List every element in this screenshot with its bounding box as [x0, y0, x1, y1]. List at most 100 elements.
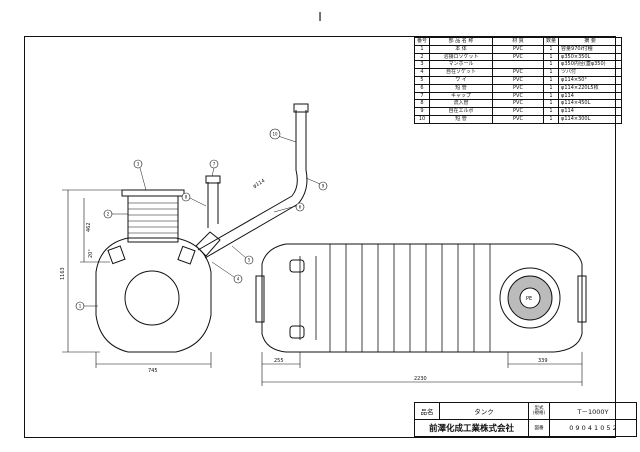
- dim-end-right: 339: [538, 358, 548, 364]
- balloon-5-label: 5: [248, 258, 251, 263]
- cell: PVC: [492, 114, 545, 124]
- cell: 短 管: [429, 114, 494, 124]
- balloon-2: [103, 209, 113, 219]
- cell: 自在エルボ: [429, 107, 494, 116]
- inflow-pipe: [197, 195, 299, 259]
- riser-pipe: [207, 182, 219, 228]
- cell: 7: [413, 91, 431, 101]
- cell: 1: [543, 99, 560, 109]
- cell: 自在ソケット: [429, 68, 494, 77]
- cell: 1: [543, 107, 560, 116]
- cell: φ114: [558, 91, 623, 101]
- cell: 1: [543, 60, 560, 70]
- title-block: 品名 タンク 型式 (規格) T－1000Y 前澤化成工業株式会社 図番 0 9…: [414, 402, 637, 437]
- balloon-3: [133, 159, 143, 169]
- name-label: 品名: [414, 402, 440, 420]
- company-name: 前澤化成工業株式会社: [414, 419, 529, 437]
- balloon-10: [269, 128, 281, 140]
- cell: φ350内径(蓋φ350): [558, 60, 623, 70]
- cell: 9: [413, 107, 431, 116]
- cell: φ114: [558, 107, 623, 116]
- side-socket-top: [289, 259, 305, 273]
- balloon-1: [75, 301, 85, 311]
- cell: 6: [413, 83, 431, 93]
- balloon-6: [295, 202, 305, 212]
- manhole-cover-ring: [121, 189, 185, 197]
- cell: PVC: [492, 44, 545, 54]
- balloon-4-label: 4: [237, 277, 240, 282]
- cell: PVC: [492, 99, 545, 109]
- cell: ツバ付: [558, 68, 623, 77]
- drawing-number: 0 9 0 4 1 0 5 2: [549, 419, 637, 437]
- dim-angle: 20°: [88, 249, 94, 258]
- balloon-7-label: 7: [213, 162, 216, 167]
- balloon-7: [209, 159, 219, 169]
- side-socket-bottom: [289, 325, 305, 339]
- cap: [205, 175, 221, 184]
- cell: 1: [543, 68, 560, 77]
- cell: 1: [543, 75, 560, 85]
- socket-left: [107, 245, 126, 265]
- name-value: タンク: [439, 402, 529, 420]
- cell: キャップ: [429, 91, 494, 101]
- page-mark: I: [318, 10, 322, 24]
- tank-side-body: [261, 243, 583, 353]
- balloon-5: [244, 255, 254, 265]
- cell: φ114×50°: [558, 75, 623, 85]
- cell: PVC: [492, 68, 545, 77]
- cell: 3: [413, 60, 431, 70]
- header-name: 部 品 名 称: [429, 37, 494, 46]
- balloon-10-label: 10: [272, 132, 278, 137]
- cell: 1: [543, 44, 560, 54]
- cell: PVC: [492, 107, 545, 116]
- cell: 1: [413, 44, 431, 54]
- cell: 容量970ℓ付種: [558, 44, 623, 54]
- model-label: 型式 (規格): [528, 402, 550, 420]
- balloon-2-label: 2: [107, 212, 110, 217]
- tank-front-opening: [124, 270, 180, 326]
- cell: 5: [413, 75, 431, 85]
- balloon-1-label: 1: [79, 304, 82, 309]
- side-flange-left: [255, 275, 265, 323]
- cell: 1: [543, 83, 560, 93]
- cell: φ350×350L: [558, 52, 623, 62]
- parts-table-header: 番号 部 品 名 称 材 質 数量 摘 要: [413, 37, 623, 46]
- balloon-8-label: 8: [185, 195, 188, 200]
- header-remarks: 摘 要: [558, 37, 623, 46]
- tank-front-body: [95, 237, 212, 353]
- balloon-4: [233, 274, 243, 284]
- cell: PVC: [492, 52, 545, 62]
- cell: [492, 60, 545, 70]
- manhole-top-outer: [499, 267, 561, 329]
- dim-total-height: 1163: [60, 267, 66, 280]
- balloon-9: [318, 181, 328, 191]
- balloon-3-label: 3: [137, 162, 140, 167]
- dim-end-left: 255: [274, 358, 284, 364]
- cell: 1: [543, 114, 560, 124]
- cell: 4: [413, 68, 431, 77]
- header-qty: 数量: [543, 37, 560, 46]
- cell: 2: [413, 52, 431, 62]
- cell: φ114×220L5枚: [558, 83, 623, 93]
- cell: 短 管: [429, 83, 494, 93]
- cell: 8: [413, 99, 431, 109]
- dim-pipe-diameter: φ114: [252, 178, 266, 190]
- drawing-label: 図番: [528, 419, 550, 437]
- cell: PVC: [492, 75, 545, 85]
- balloon-6-label: 6: [299, 205, 302, 210]
- cell: PVC: [492, 91, 545, 101]
- cell: ワ イ: [429, 75, 494, 85]
- wye-joint: [195, 231, 221, 257]
- balloon-8: [181, 192, 191, 202]
- cell: PVC: [492, 83, 545, 93]
- balloon-9-label: 9: [322, 184, 325, 189]
- socket-right: [177, 245, 196, 265]
